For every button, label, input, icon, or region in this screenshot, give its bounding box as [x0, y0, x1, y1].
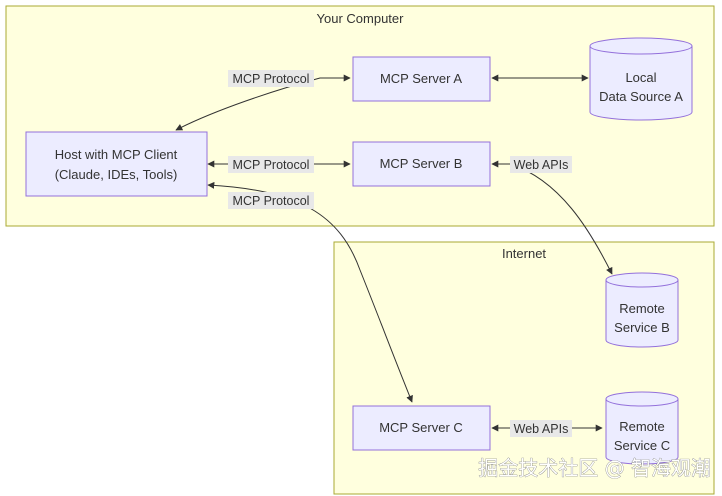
- node-remote-b-line2: Service B: [614, 320, 670, 335]
- watermark-text: 掘金技术社区 @ 智海观潮: [478, 456, 711, 480]
- edge-label-host-b-text: MCP Protocol: [233, 158, 310, 172]
- edge-label-b-remote-text: Web APIs: [514, 158, 569, 172]
- node-remote-c-line2: Service C: [614, 438, 670, 453]
- node-local-ds-line2: Data Source A: [599, 89, 683, 104]
- node-server-a-label: MCP Server A: [380, 71, 462, 86]
- node-local-data-source: Local Data Source A: [589, 37, 693, 121]
- edge-label-host-b: MCP Protocol: [228, 156, 314, 173]
- edge-label-host-a-text: MCP Protocol: [233, 72, 310, 86]
- node-host-line1: Host with MCP Client: [55, 147, 178, 162]
- node-mcp-server-a: MCP Server A: [352, 56, 491, 102]
- edge-label-host-c: MCP Protocol: [228, 192, 314, 209]
- cluster-your-computer-title: Your Computer: [317, 11, 405, 26]
- node-remote-b-line1: Remote: [619, 301, 665, 316]
- node-server-c-label: MCP Server C: [379, 420, 463, 435]
- edge-label-host-a: MCP Protocol: [228, 70, 314, 87]
- edge-label-b-remote: Web APIs: [510, 156, 572, 173]
- edge-label-c-remote: Web APIs: [510, 420, 572, 437]
- node-local-ds-line1: Local: [625, 70, 656, 85]
- edge-label-host-c-text: MCP Protocol: [233, 194, 310, 208]
- node-host-mcp-client: Host with MCP Client (Claude, IDEs, Tool…: [25, 131, 208, 197]
- node-remote-service-b: Remote Service B: [605, 272, 679, 348]
- node-server-b-label: MCP Server B: [380, 156, 463, 171]
- node-host-line2: (Claude, IDEs, Tools): [55, 167, 178, 182]
- cluster-internet-title: Internet: [502, 246, 546, 261]
- node-remote-service-c: Remote Service C: [605, 391, 679, 465]
- node-remote-c-line1: Remote: [619, 419, 665, 434]
- node-mcp-server-c: MCP Server C: [352, 405, 491, 451]
- node-mcp-server-b: MCP Server B: [352, 141, 491, 187]
- edge-label-c-remote-text: Web APIs: [514, 422, 569, 436]
